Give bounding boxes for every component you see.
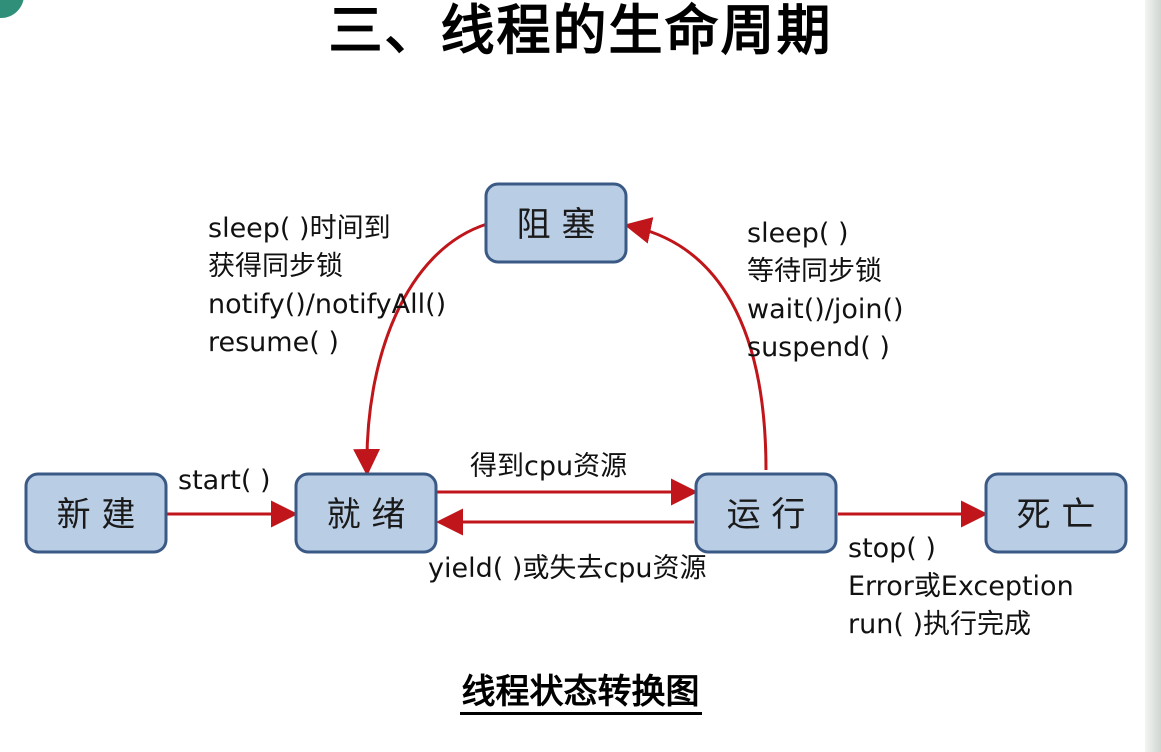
state-blocked-label: 阻 塞: [517, 205, 596, 245]
annotation-line: start( ): [178, 465, 271, 496]
diagram-caption: 线程状态转换图: [0, 664, 1161, 715]
annotation-line: 等待同步锁: [747, 256, 882, 287]
annotation-line: Error或Exception: [848, 571, 1074, 602]
annotation-line: stop( ): [848, 533, 936, 564]
label-running-to-blocked: sleep( ) 等待同步锁 wait()/join() suspend( ): [747, 215, 904, 367]
label-ready-to-running: 得到cpu资源: [470, 448, 627, 486]
state-dead-label: 死 亡: [1017, 495, 1096, 535]
arrow-running-to-blocked: [624, 217, 768, 471]
label-running-to-ready: yield( )或失去cpu资源: [428, 550, 706, 588]
annotation-line: suspend( ): [747, 332, 890, 363]
state-dead: 死 亡: [984, 472, 1128, 554]
state-new-label: 新 建: [57, 495, 136, 535]
annotation-line: resume( ): [208, 327, 339, 358]
page-title: 三、线程的生命周期: [328, 0, 833, 62]
state-new: 新 建: [24, 472, 168, 554]
state-blocked: 阻 塞: [484, 182, 628, 264]
annotation-line: run( )执行完成: [848, 609, 1031, 640]
annotation-line: notify()/notifyAll(): [208, 289, 447, 320]
annotation-line: sleep( )时间到: [208, 213, 391, 244]
arrow-blocked-to-ready: [353, 222, 488, 476]
state-ready: 就 绪: [294, 472, 438, 554]
state-running-label: 运 行: [727, 495, 806, 535]
annotation-line: yield( )或失去cpu资源: [428, 553, 707, 584]
slide-edge: [1145, 0, 1161, 752]
annotation-line: wait()/join(): [747, 294, 904, 325]
label-blocked-to-ready: sleep( )时间到 获得同步锁 notify()/notifyAll() r…: [208, 210, 446, 362]
annotation-line: 得到cpu资源: [470, 451, 628, 482]
label-running-to-dead: stop( ) Error或Exception run( )执行完成: [848, 530, 1074, 644]
caption-text: 线程状态转换图: [459, 672, 702, 715]
state-ready-label: 就 绪: [327, 495, 406, 535]
state-running: 运 行: [694, 472, 838, 554]
annotation-line: sleep( ): [747, 218, 849, 249]
label-new-to-ready: start( ): [178, 462, 271, 500]
annotation-line: 获得同步锁: [208, 251, 343, 282]
